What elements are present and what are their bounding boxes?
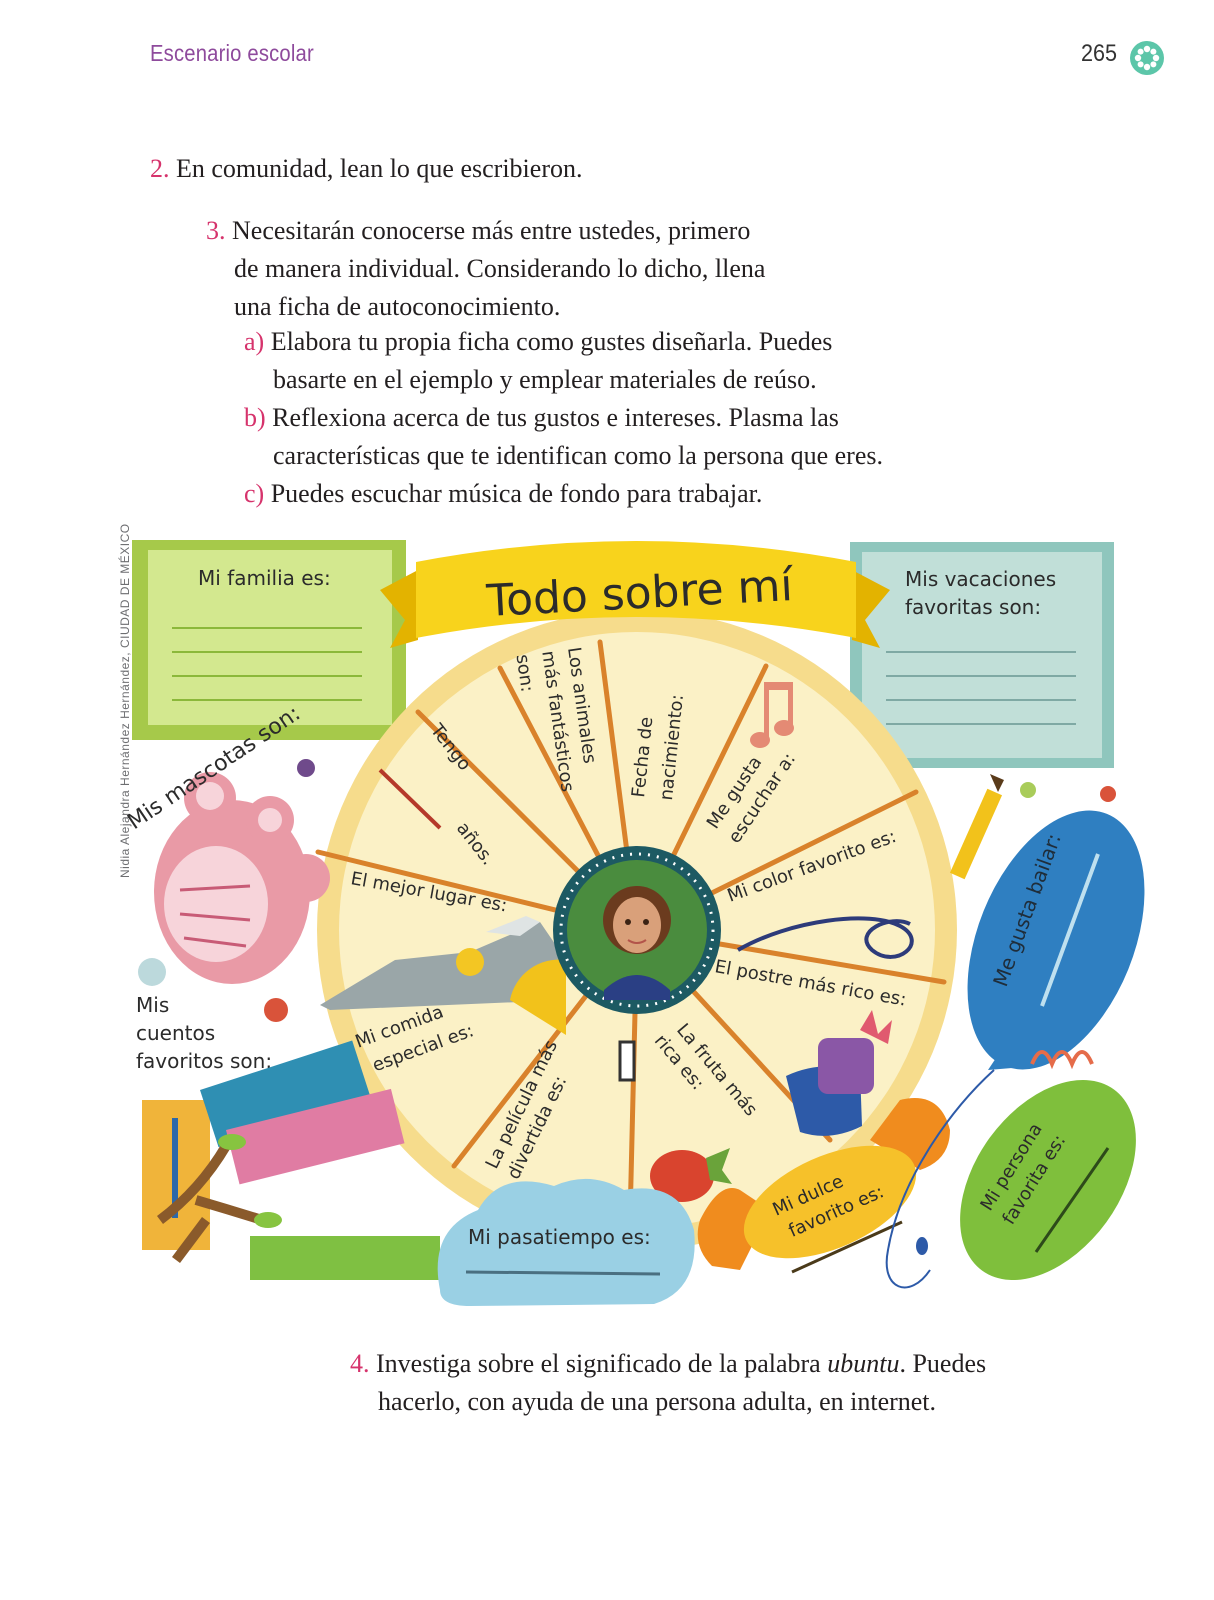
subitem-line: Elabora tu propia ficha como gustes dise… (270, 327, 833, 356)
stories-label-line: favoritos son: (136, 1049, 272, 1073)
stories-label-line: Mis (136, 993, 169, 1017)
candy: Mi dulce favorito es: (697, 1098, 950, 1274)
pets-paw: Mis mascotas son: (123, 701, 330, 984)
activity-line: una ficha de autoconocimiento. (234, 292, 561, 321)
activity-number: 3. (206, 216, 226, 245)
activity-number: 2. (150, 154, 170, 183)
activity-line-part: . Puedes (899, 1349, 987, 1378)
activity-line: hacerlo, con ayuda de una persona adulta… (378, 1387, 937, 1416)
activity-4: 4. Investiga sobre el significado de la … (350, 1345, 1030, 1421)
hobby-label: Mi pasatiempo es: (468, 1225, 651, 1249)
flower-badge-icon (1130, 41, 1164, 75)
cake (786, 1010, 892, 1136)
page-number: 265 (1081, 40, 1118, 67)
activity-text: En comunidad, lean lo que escribieron. (176, 154, 583, 183)
activity-3: 3. Necesitarán conocerse más entre usted… (206, 212, 966, 326)
books-stack (142, 1040, 440, 1280)
activity-line-part: Investiga sobre el significado de la pal… (376, 1349, 828, 1378)
activity-line: de manera individual. Considerando lo di… (234, 254, 766, 283)
dance-balloon: Me gusta bailar: (967, 810, 1145, 1070)
activity-italic-word: ubuntu (827, 1349, 900, 1378)
family-label: Mi familia es: (198, 566, 331, 590)
activity-2: 2. En comunidad, lean lo que escribieron… (150, 150, 582, 188)
vacations-label-line: favoritas son: (905, 595, 1041, 619)
hobby-cloud: Mi pasatiempo es: (437, 1178, 695, 1306)
section-title: Escenario escolar (150, 40, 314, 66)
title-banner: Todo sobre mí (380, 541, 890, 648)
activity-number: 4. (350, 1349, 370, 1378)
subitem-line: Puedes escuchar música de fondo para tra… (270, 479, 763, 508)
person-balloon: Mi persona favorita es: (885, 1069, 1136, 1289)
activity-line: Necesitarán conocerse más entre ustedes,… (232, 216, 751, 245)
subitem-line: Reflexiona acerca de tus gustos e intere… (272, 403, 839, 432)
stories-label-line: cuentos (136, 1021, 215, 1045)
poster-todo-sobre-mi: Mi familia es: Mis vacaciones favoritas … (123, 540, 1145, 1306)
vacations-label-line: Mis vacaciones (905, 567, 1056, 591)
subitem-letter: a) (244, 327, 265, 356)
subitem-letter: b) (244, 403, 266, 432)
pencil-icon (949, 774, 1116, 880)
subitem-letter: c) (244, 479, 265, 508)
subitem-line: basarte en el ejemplo y emplear material… (273, 365, 817, 394)
music-note-icon (750, 682, 794, 748)
vacations-card: Mis vacaciones favoritas son: (850, 542, 1114, 768)
animals-label-line: son: (512, 653, 538, 693)
subitem-line: características que te identifican como … (273, 441, 883, 470)
activity-3-subitems: a) Elabora tu propia ficha como gustes d… (244, 323, 944, 513)
family-card: Mi familia es: (132, 540, 406, 740)
